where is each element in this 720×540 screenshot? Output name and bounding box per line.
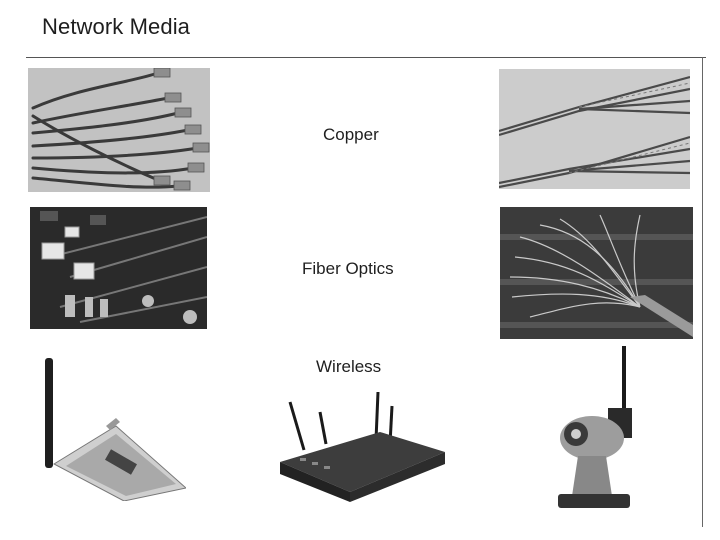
title-divider [26,57,706,58]
right-border [702,57,703,527]
copper-patch-cables-image [28,68,210,192]
wireless-webcam-image [548,346,636,511]
copper-twisted-pair-image [499,69,690,189]
wireless-nic-image [36,356,186,501]
wireless-router-image [270,392,450,504]
fiber-connectors-image [30,207,207,329]
wireless-label: Wireless [316,357,382,376]
fiber-strands-image [500,207,693,339]
fiber-optics-label: Fiber Optics [302,259,394,278]
slide-title: Network Media [42,14,191,39]
copper-label: Copper [323,125,379,144]
